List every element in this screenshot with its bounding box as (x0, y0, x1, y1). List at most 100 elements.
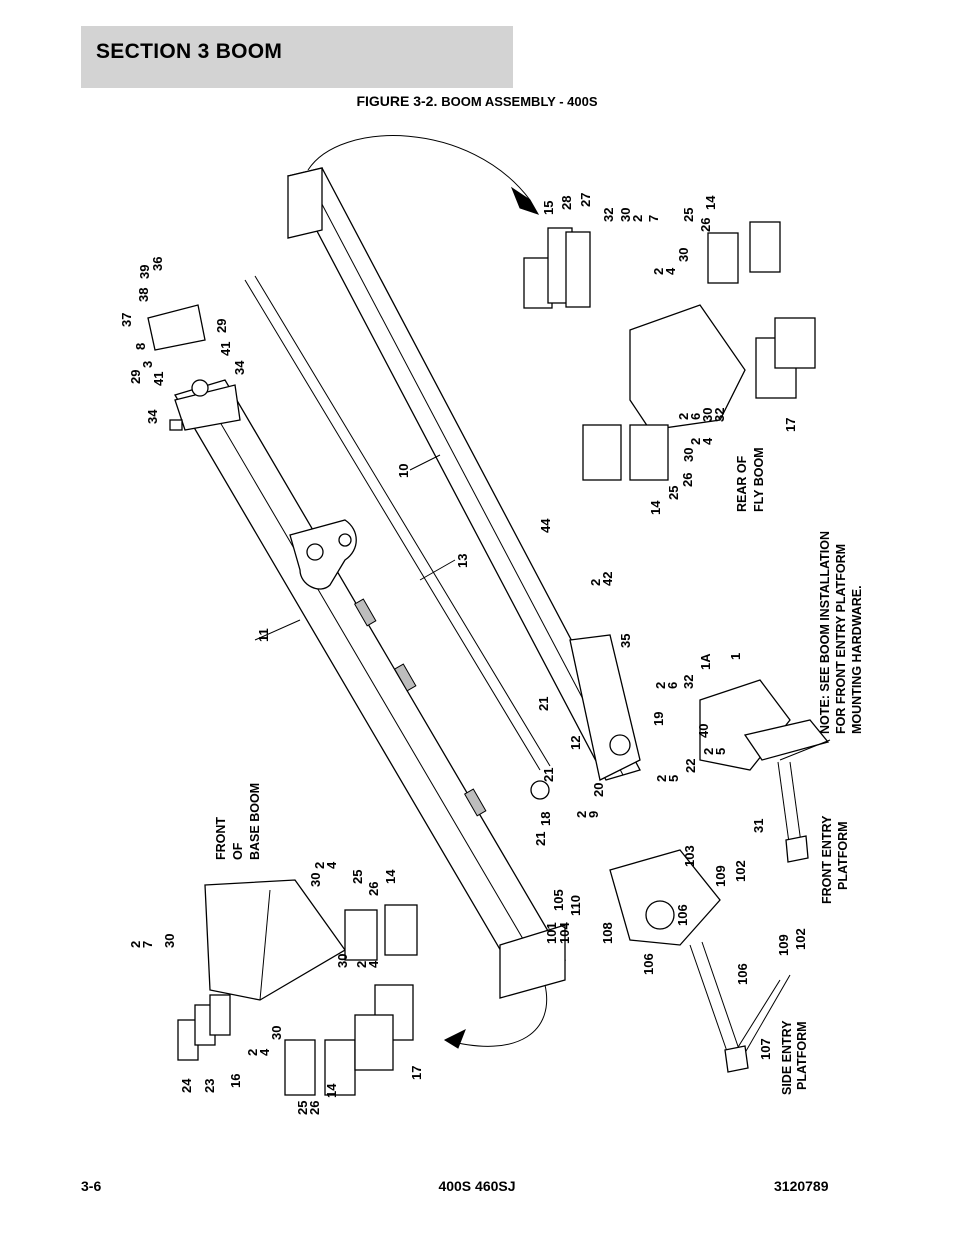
top-curved-arrow (307, 135, 531, 201)
svg-text:3: 3 (140, 361, 155, 368)
svg-text:BASE BOOM: BASE BOOM (248, 783, 262, 860)
note-front-entry-platform: FRONT ENTRY PLATFORM (820, 815, 850, 904)
svg-text:16: 16 (228, 1074, 243, 1088)
fly-boom-end (287, 167, 323, 239)
figure-title: BOOM ASSEMBLY - 400S (441, 94, 598, 109)
svg-text:109: 109 (713, 865, 728, 887)
svg-text:2: 2 (128, 941, 143, 948)
svg-text:14: 14 (703, 195, 718, 210)
svg-text:12: 12 (568, 736, 583, 750)
svg-text:15: 15 (541, 201, 556, 215)
svg-text:5: 5 (666, 775, 681, 782)
svg-text:2: 2 (688, 438, 703, 445)
svg-text:106: 106 (641, 953, 656, 975)
callouts-base-front: 2 7 30 30 2 4 25 26 14 30 2 4 24 23 16 2… (128, 861, 424, 1115)
svg-text:29: 29 (214, 319, 229, 333)
svg-text:4: 4 (324, 861, 339, 869)
svg-text:4: 4 (257, 1048, 272, 1056)
svg-text:29: 29 (128, 370, 143, 384)
bottom-curved-arrow (444, 984, 548, 1047)
svg-text:FLY BOOM: FLY BOOM (752, 447, 766, 512)
rear-fly-plate (629, 304, 746, 431)
svg-text:17: 17 (783, 418, 798, 432)
svg-text:41: 41 (218, 342, 233, 356)
svg-text:107: 107 (758, 1038, 773, 1060)
boom-13-line (244, 279, 541, 771)
svg-text:6: 6 (688, 413, 703, 420)
svg-text:30: 30 (700, 408, 715, 422)
note-boom-installation: NOTE: SEE BOOM INSTALLATION FOR FRONT EN… (818, 531, 864, 734)
svg-text:13: 13 (455, 554, 470, 568)
svg-text:8: 8 (133, 343, 148, 350)
note-rear-fly-boom: REAR OF FLY BOOM (735, 447, 766, 512)
svg-text:OF: OF (231, 842, 245, 860)
svg-text:19: 19 (651, 712, 666, 726)
callouts-fly-rear-bottom: 2 6 30 32 2 4 30 26 25 14 17 (648, 408, 798, 515)
svg-text:104: 104 (557, 922, 572, 944)
svg-text:FRONT ENTRY: FRONT ENTRY (820, 815, 834, 904)
svg-text:40: 40 (696, 724, 711, 738)
svg-text:2: 2 (312, 862, 327, 869)
svg-text:105: 105 (551, 889, 566, 911)
top-arrow-head (510, 186, 540, 215)
svg-text:102: 102 (733, 860, 748, 882)
svg-text:9: 9 (586, 811, 601, 818)
svg-text:103: 103 (682, 845, 697, 867)
svg-text:4: 4 (700, 437, 715, 445)
svg-text:SIDE ENTRY: SIDE ENTRY (780, 1020, 794, 1095)
note-front-base-boom: FRONT OF BASE BOOM (214, 783, 262, 860)
svg-text:2: 2 (245, 1049, 260, 1056)
rear-wear-pads-bottom (582, 317, 816, 481)
svg-text:7: 7 (140, 941, 155, 948)
svg-text:FOR FRONT ENTRY PLATFORM: FOR FRONT ENTRY PLATFORM (834, 544, 848, 734)
svg-text:30: 30 (676, 248, 691, 262)
svg-text:7: 7 (646, 215, 661, 222)
bottom-arrow-head (443, 1028, 466, 1049)
svg-text:21: 21 (541, 768, 556, 782)
svg-text:106: 106 (675, 904, 690, 926)
svg-text:25: 25 (295, 1101, 310, 1115)
svg-text:109: 109 (776, 934, 791, 956)
base-front-plate (204, 879, 346, 1001)
svg-text:25: 25 (666, 486, 681, 500)
callouts-boom-mid: 10 11 13 44 2 42 35 21 12 21 18 21 20 2 … (256, 464, 766, 846)
svg-text:102: 102 (793, 928, 808, 950)
svg-text:10: 10 (396, 464, 411, 478)
section-header-band (81, 26, 513, 88)
svg-text:106: 106 (735, 963, 750, 985)
base-wear-pads (177, 904, 418, 1096)
svg-text:30: 30 (681, 448, 696, 462)
svg-text:25: 25 (350, 870, 365, 884)
svg-text:35: 35 (618, 634, 633, 648)
svg-text:PLATFORM: PLATFORM (836, 821, 850, 890)
svg-text:2: 2 (630, 215, 645, 222)
svg-text:MOUNTING HARDWARE.: MOUNTING HARDWARE. (850, 585, 864, 734)
svg-text:11: 11 (256, 628, 271, 642)
figure-number: FIGURE 3-2. (356, 93, 438, 109)
footer-page-number: 3-6 (81, 1178, 102, 1194)
base-boom-end (499, 924, 566, 999)
svg-text:26: 26 (680, 473, 695, 487)
svg-text:36: 36 (150, 257, 165, 271)
svg-text:2: 2 (676, 413, 691, 420)
svg-text:26: 26 (307, 1101, 322, 1115)
svg-text:39: 39 (137, 265, 152, 279)
rear-wear-pads-top (523, 221, 781, 309)
svg-text:14: 14 (383, 869, 398, 884)
svg-text:42: 42 (600, 572, 615, 586)
callouts-fly-rear-top: 15 28 27 32 30 2 7 25 26 14 30 2 4 (541, 193, 718, 275)
svg-text:26: 26 (698, 218, 713, 232)
svg-text:30: 30 (162, 934, 177, 948)
svg-text:34: 34 (232, 360, 247, 375)
svg-text:2: 2 (653, 682, 668, 689)
svg-text:NOTE: SEE BOOM INSTALLATION: NOTE: SEE BOOM INSTALLATION (818, 531, 832, 734)
svg-text:34: 34 (145, 409, 160, 424)
section-title: SECTION 3 BOOM (96, 40, 283, 63)
svg-text:2: 2 (701, 748, 716, 755)
svg-text:44: 44 (538, 518, 553, 533)
svg-text:2: 2 (354, 961, 369, 968)
svg-text:24: 24 (179, 1078, 194, 1093)
svg-text:4: 4 (663, 267, 678, 275)
svg-text:1A: 1A (698, 653, 713, 670)
